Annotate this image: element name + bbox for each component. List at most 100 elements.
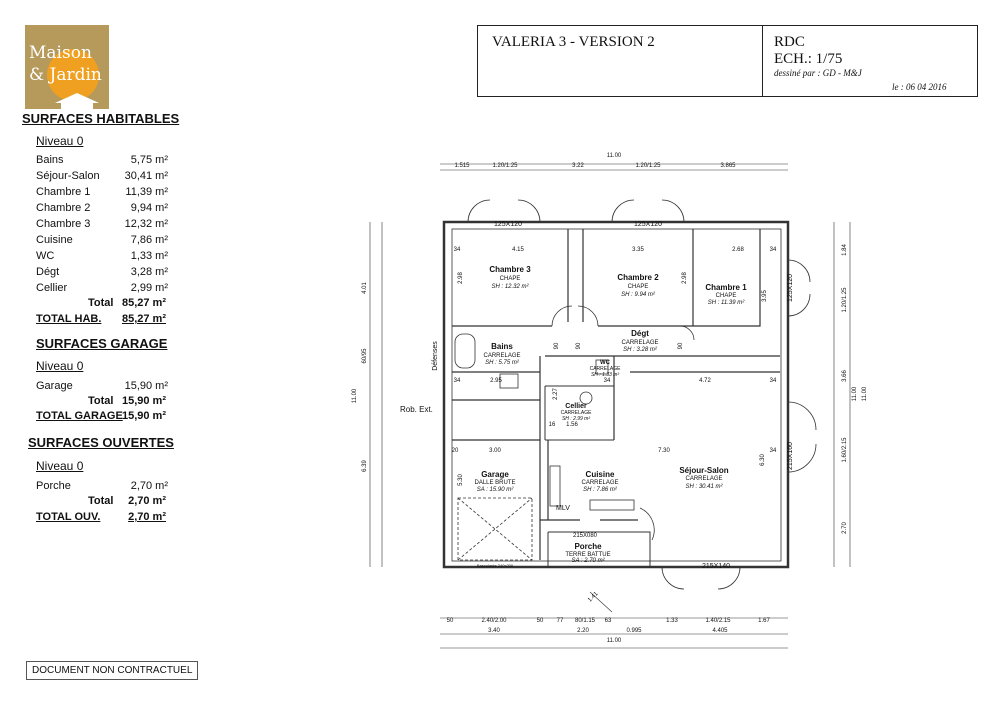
surface-value: 7,86 m² <box>130 234 168 246</box>
room-area: SH : 3.28 m² <box>623 347 658 353</box>
dim-right-overall: 11.00 <box>862 386 868 401</box>
surfaces-ouvertes-grand-total: TOTAL OUV.2,70 m² <box>36 510 166 524</box>
interior-dim: 2.98 <box>458 272 464 284</box>
opening-label: 215X160 <box>787 442 794 470</box>
dim-bottom: 63 <box>605 618 612 624</box>
interior-dim: 34 <box>454 378 461 384</box>
grand-total-value: 15,90 m² <box>121 410 166 422</box>
room-name: Cuisine <box>586 470 615 479</box>
dim-top: 1.20/1.25 <box>635 163 661 169</box>
surface-name: Séjour-Salon <box>36 170 100 182</box>
surface-name: Dégt <box>36 266 60 278</box>
title-block: VALERIA 3 - VERSION 2 RDC ECH.: 1/75 des… <box>477 25 978 97</box>
surfaces-ouvertes-heading: SURFACES OUVERTES <box>28 435 174 450</box>
room-name: Porche <box>574 542 602 551</box>
wall-porch <box>547 531 651 567</box>
logo-house-roof <box>55 93 99 103</box>
interior-dim: 6.30 <box>760 454 766 466</box>
room-name: WC <box>600 360 611 366</box>
dim-bottom: 50 <box>447 618 454 624</box>
room-floor: DALLE BRUTE <box>474 480 515 486</box>
dim-top: 1.515 <box>454 163 470 169</box>
grand-total-label: TOTAL GARAGE <box>36 410 123 422</box>
interior-dim: 16 <box>549 422 556 428</box>
grand-total-label: TOTAL HAB. <box>36 313 102 325</box>
dim-top: 3.22 <box>572 163 584 169</box>
exterior-wall <box>442 220 790 569</box>
dim-bottom: 50 <box>537 618 544 624</box>
surface-value: 11,39 m² <box>125 186 168 198</box>
room-area: SH : 5.75 m² <box>485 360 520 366</box>
dimension-lines <box>369 163 851 649</box>
interior-dim: 90 <box>554 342 560 349</box>
interior-dim: 3.95 <box>762 290 768 302</box>
interior-dim: 34 <box>604 378 611 384</box>
room-area: SH : 2.99 m² <box>562 416 590 422</box>
cellier-fixture <box>579 391 593 405</box>
room-name: Dégt <box>631 329 649 338</box>
dim-right: 1.20/1.25 <box>842 287 848 313</box>
porch-dimension-line <box>589 591 613 613</box>
interior-dim: 34 <box>770 448 777 454</box>
dim-top: 3.865 <box>720 163 736 169</box>
surface-value: 3,28 m² <box>130 266 168 278</box>
garage-door-swing-lines <box>457 497 533 561</box>
logo-line-2: & Jardin <box>29 65 102 85</box>
garage-door-label: Basculante 240x200 <box>477 563 514 568</box>
surface-value: 30,41 m² <box>124 170 168 182</box>
wall-cellier <box>544 385 614 441</box>
dim-right: 1.84 <box>842 244 848 256</box>
logo-line-1: Maison <box>29 43 92 63</box>
exterior-wall-inner <box>451 228 782 562</box>
drawing-date: le : 06 04 2016 <box>892 82 947 92</box>
dim-bottom: 1.33 <box>666 618 678 624</box>
surface-value: 1,33 m² <box>130 250 168 262</box>
interior-dim: 34 <box>454 247 461 253</box>
window-arc <box>661 566 741 590</box>
logo-house <box>61 103 93 109</box>
dim-left: 4.01 <box>362 282 368 294</box>
door-arc <box>551 305 695 341</box>
surface-value: 2,99 m² <box>130 282 168 294</box>
wall-bedrooms <box>452 229 694 327</box>
wall-middle <box>452 355 780 560</box>
room-floor: CARRELAGE <box>483 353 520 359</box>
grand-total-value: 2,70 m² <box>128 511 166 523</box>
dim-right: 2.70 <box>842 522 848 534</box>
surfaces-habitables-grand-total: TOTAL HAB.85,27 m² <box>36 312 166 326</box>
dim-bottom: 2.40/2.00 <box>481 618 507 624</box>
dim-overall-left: 11.00 <box>352 388 358 403</box>
logo: Maison & Jardin <box>25 25 109 109</box>
logo-sun <box>47 49 99 101</box>
room-floor: CARRELAGE <box>581 480 618 486</box>
door-arc <box>639 507 655 541</box>
dim-left: 6.39 <box>362 460 368 472</box>
interior-dim: 20 <box>452 448 459 454</box>
room-floor: CARRELAGE <box>621 340 658 346</box>
total-label: Total <box>88 395 114 407</box>
room-name: Garage <box>481 470 509 479</box>
dim-overall-bottom: 11.00 <box>607 638 622 644</box>
surface-name: Chambre 1 <box>36 186 91 198</box>
room-area: SH : 9.94 m² <box>621 292 656 298</box>
interior-dim: 2.27 <box>553 388 559 400</box>
dim-right-overall: 11.00 <box>852 386 858 401</box>
total-label: Total <box>88 495 114 507</box>
room-area: SH : 7.86 m² <box>583 487 618 493</box>
surface-name: Garage <box>36 380 73 392</box>
interior-dim: 3.00 <box>489 448 501 454</box>
project-title: VALERIA 3 - VERSION 2 <box>492 34 655 50</box>
dim-right: 3.66 <box>842 370 848 382</box>
drawn-by: dessiné par : GD - M&J <box>774 68 862 78</box>
dim-bottom: 1.67 <box>758 618 770 624</box>
room-area: SA : 2.70 m² <box>571 558 605 564</box>
window-arc <box>467 199 541 223</box>
opening-label: 125X120 <box>494 221 522 228</box>
dim-bottom: 4.405 <box>712 628 728 634</box>
surface-name: Chambre 2 <box>36 202 91 214</box>
